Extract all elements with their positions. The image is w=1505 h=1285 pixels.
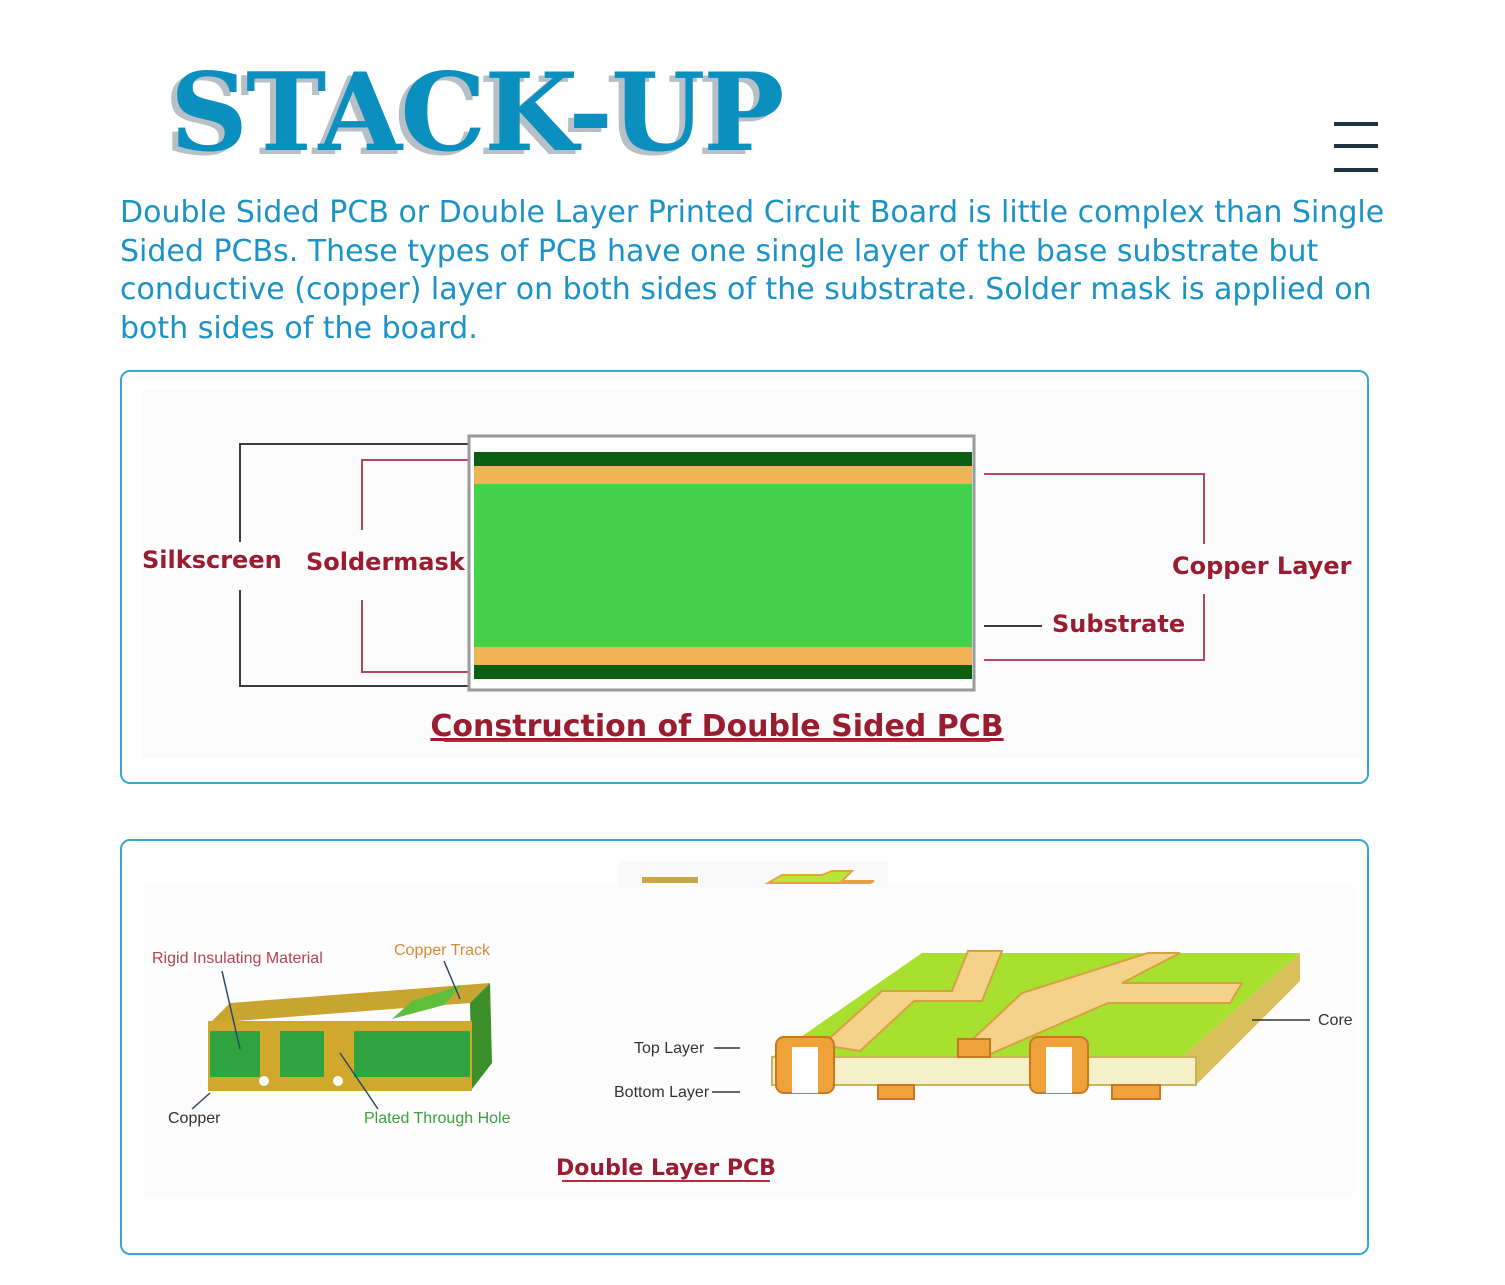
substrate-layer [474,484,972,647]
left-block-copper-3 [354,1031,470,1077]
left-block-copper-2 [280,1031,324,1077]
core-label: Core [1318,1012,1353,1029]
soldermask-bracket [361,459,472,673]
top-trace-1 [819,950,1004,1053]
copper-label: Copper [168,1110,221,1127]
core-front-surface [771,1056,1197,1086]
stackup-diagram-card: Silkscreen Soldermask Copper Layer Subst… [120,370,1369,784]
double-layer-pcb-card: Rigid Insulating Material Copper Track C… [120,839,1369,1255]
intro-paragraph: Double Sided PCB or Double Layer Printed… [120,195,1385,346]
bottom-pad-1 [877,1084,915,1100]
bottom-layer-label: Bottom Layer [614,1084,710,1101]
thumbnail-board [642,877,698,883]
copper-track-strip [392,985,462,1019]
figure2-caption: Double Layer PCB [556,1156,776,1181]
page-title-shadow: STACK-UP [164,54,778,180]
double-layer-pcb-diagram: Rigid Insulating Material Copper Track C… [144,861,1354,1197]
plated-through-hole-label: Plated Through Hole [364,1110,511,1127]
copper-layer-bracket [984,473,1205,661]
copper-layer-label: Copper Layer [1172,552,1352,580]
copper-track-pointer [443,960,461,1000]
soldermask-label: Soldermask [306,548,466,576]
thumbnail-pcb [764,870,875,884]
double-sided-pcb-construction-diagram: Silkscreen Soldermask Copper Layer Subst… [142,390,1362,758]
menu-bar [1334,122,1378,126]
bottom-soldermask-layer [474,665,972,679]
through-hole-1 [259,1076,269,1086]
via-right-hole [1046,1047,1072,1093]
core-side-surface [1182,953,1300,1085]
plated-through-hole-pointer [339,1052,379,1110]
top-soldermask-layer [474,452,972,466]
via-left-hole [792,1047,818,1093]
left-block-side [470,983,492,1089]
silkscreen-label: Silkscreen [142,546,282,574]
rigid-insulating-material-label: Rigid Insulating Material [152,950,323,967]
menu-bar [1334,168,1378,172]
top-copper-layer [474,466,972,484]
through-hole-2 [333,1076,343,1086]
figure1-caption: Construction of Double Sided PCB [430,709,1003,744]
top-layer-label: Top Layer [634,1040,705,1057]
silkscreen-bracket [239,443,470,687]
substrate-label: Substrate [1052,610,1185,638]
copper-pointer [191,1092,211,1110]
hamburger-menu-icon[interactable] [1334,120,1378,176]
top-trace-2 [955,952,1244,1057]
rigid-insulating-pointer [221,970,241,1050]
copper-track-label: Copper Track [394,942,491,959]
left-block-top [210,983,490,1023]
left-block-copper-1 [210,1031,260,1077]
top-pad [957,1038,991,1058]
bottom-copper-layer [474,647,972,665]
menu-bar [1334,144,1378,148]
page-title-text: STACK-UP [170,50,784,176]
bottom-pad-2 [1111,1084,1161,1100]
page-title: STACK-UP STACK-UP [164,48,810,180]
